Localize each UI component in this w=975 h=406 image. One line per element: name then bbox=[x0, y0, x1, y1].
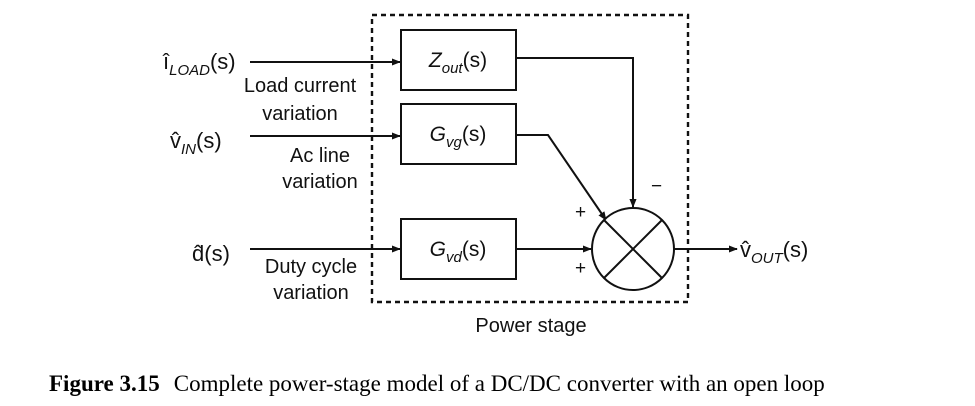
summer-plus-sign-lower: + bbox=[575, 258, 586, 279]
gvg-to-summer-line bbox=[516, 134, 607, 221]
gvg-block-label: Gvg(s) bbox=[430, 123, 487, 151]
zout-to-summer-line bbox=[516, 57, 637, 208]
zout-block bbox=[400, 29, 517, 91]
zout-block-label: Zout(s) bbox=[428, 49, 487, 77]
summer-plus-sign-upper: + bbox=[575, 202, 586, 223]
duty-cycle-desc-line2: variation bbox=[273, 282, 349, 304]
input-d-label: d̂(s) bbox=[192, 241, 230, 266]
power-stage-boundary bbox=[370, 13, 690, 304]
input-vin-label: v̂IN(s) bbox=[170, 128, 222, 158]
summer-minus-sign: − bbox=[651, 176, 662, 197]
gvd-block bbox=[400, 218, 517, 280]
input-iload-label: îLOAD(s) bbox=[162, 49, 236, 79]
power-stage-label: Power stage bbox=[475, 315, 586, 337]
output-vout-label: v̂OUT(s) bbox=[740, 237, 808, 267]
summing-junction bbox=[591, 207, 675, 291]
gvd-block-label: Gvd(s) bbox=[430, 238, 487, 266]
load-current-desc-line1: Load current bbox=[244, 75, 357, 97]
duty-cycle-desc-line1: Duty cycle bbox=[265, 256, 357, 278]
ac-line-desc-line2: variation bbox=[282, 171, 358, 193]
gvg-block bbox=[400, 103, 517, 165]
load-current-desc-line2: variation bbox=[262, 103, 338, 125]
ac-line-desc-line1: Ac line bbox=[290, 145, 350, 167]
